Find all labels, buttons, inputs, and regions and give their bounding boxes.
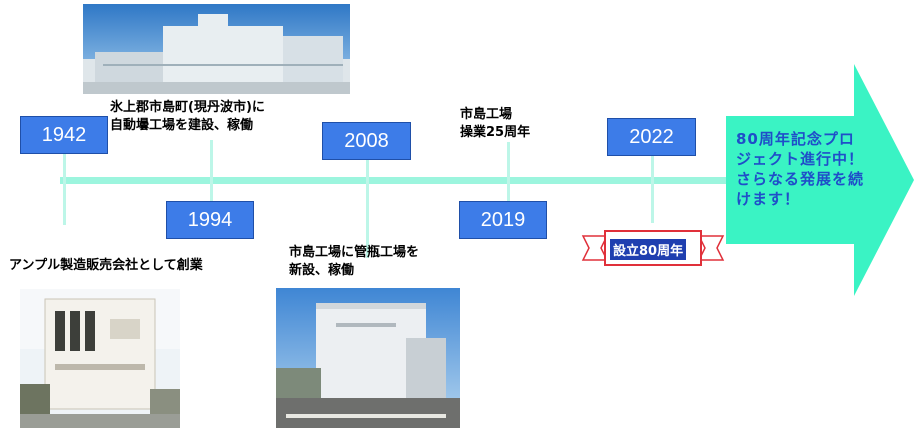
arrow-message: 80周年記念プロ ジェクト進行中！ さらなる発展を続 けます！ bbox=[736, 130, 865, 208]
year-2019: 2019 bbox=[459, 201, 547, 239]
event-anniversary-25: 市島工場 操業25周年 bbox=[460, 107, 531, 140]
arrow-shape bbox=[726, 64, 914, 296]
connector-2008 bbox=[366, 158, 369, 258]
factory-photo-1994 bbox=[83, 4, 350, 94]
tube-plant-photo bbox=[276, 288, 460, 428]
year-2008: 2008 bbox=[322, 122, 411, 160]
connector-2019 bbox=[507, 142, 510, 202]
event-hikami-plant: 氷上郡市島町(現丹波市)に 自動壜工場を建設、稼働 bbox=[110, 100, 265, 133]
year-2022: 2022 bbox=[607, 118, 696, 156]
anniversary-badge: 設立80周年 bbox=[610, 239, 687, 260]
connector-2022 bbox=[651, 155, 654, 223]
event-founding: アンプル製造販売会社として創業 bbox=[9, 258, 203, 273]
connector-1942 bbox=[63, 150, 66, 225]
event-tube-plant: 市島工場に管瓶工場を 新設、稼働 bbox=[289, 245, 420, 278]
year-1942: 1942 bbox=[20, 116, 108, 154]
year-1994: 1994 bbox=[166, 201, 254, 239]
connector-1994 bbox=[210, 140, 213, 202]
timeline-line bbox=[60, 177, 760, 184]
founding-building-photo bbox=[20, 289, 180, 428]
